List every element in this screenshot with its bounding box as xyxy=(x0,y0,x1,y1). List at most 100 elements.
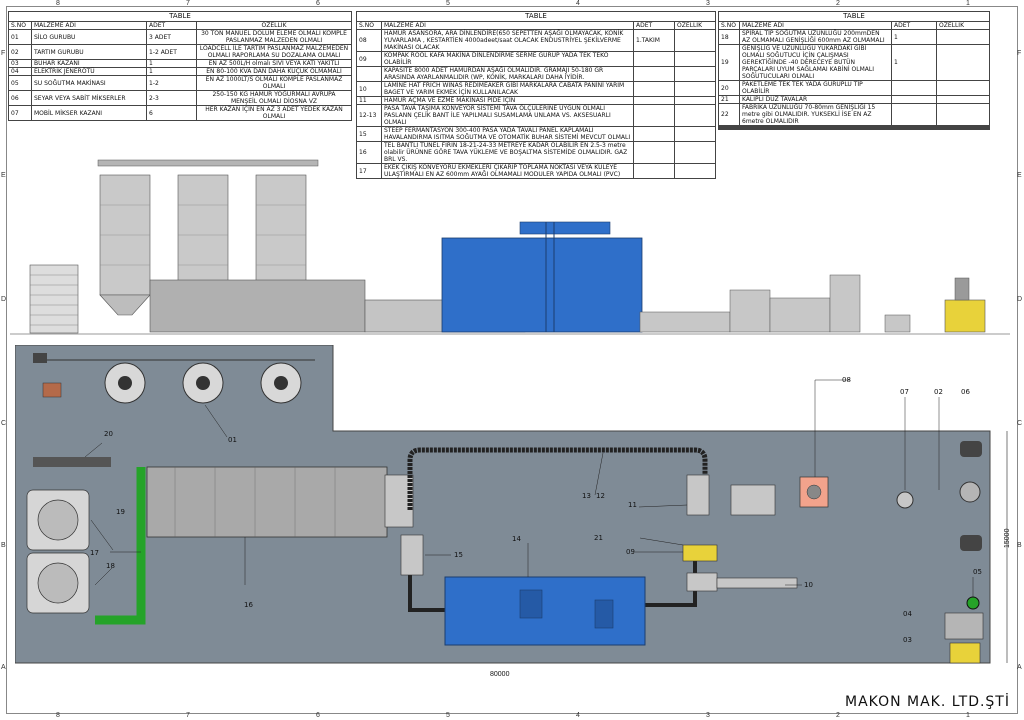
table-cell-spec: 30 TON MANUEL DOLUM ELEME OLMALI KOMPLE … xyxy=(196,29,352,45)
table-cell-name: LAMİNE HAT FRICH WINAS REDİMEAKER GİBİ M… xyxy=(381,81,634,97)
roll-machine-09 xyxy=(682,544,718,562)
spiral-cooler xyxy=(26,489,90,614)
table-cell-qty: 3 ADET xyxy=(146,29,197,45)
plan-label-13: 13 xyxy=(582,492,591,500)
table-cell-spec xyxy=(936,128,990,130)
table-cell-sno: 03 xyxy=(8,59,32,68)
plan-label-02: 02 xyxy=(934,388,943,396)
company-name: MAKON MAK. LTD.ŞTİ xyxy=(845,694,1010,710)
dimension-length: 80000 xyxy=(490,671,510,678)
packaging-line xyxy=(639,274,911,333)
col-header-name: MALZEME ADI xyxy=(31,21,147,30)
laminating-line-10 xyxy=(686,572,798,592)
table-title: TABLE xyxy=(356,11,716,21)
plan-label-19: 19 xyxy=(116,508,125,516)
grid-col-label: 2 xyxy=(836,0,840,7)
grid-col-label: 5 xyxy=(446,712,450,719)
col-header-spec: OZELLIK xyxy=(196,21,352,30)
sheet-border xyxy=(6,6,1018,714)
steam-boiler-elevation xyxy=(944,277,986,333)
dimension-width: 15000 xyxy=(1004,528,1011,548)
grid-col-label: 1 xyxy=(966,0,970,7)
table-cell-qty: 1 xyxy=(146,59,197,68)
table-cell-name: HAMUR AÇMA VE EZME MAKİNASI PİDE İÇİN xyxy=(381,96,634,105)
plan-label-20: 20 xyxy=(104,430,113,438)
plan-label-12: 12 xyxy=(596,492,605,500)
tunnel-oven-plan xyxy=(146,466,414,538)
col-header-qty: ADET xyxy=(633,21,675,30)
grid-col-label: 7 xyxy=(186,712,190,719)
fermentation-unit xyxy=(149,279,366,333)
col-header-sno: S.NO xyxy=(718,21,740,30)
col-header-sno: S.NO xyxy=(8,21,32,30)
table-cell-sno: 12-13 xyxy=(356,104,382,127)
table-cell-spec: HER KAZAN İÇİN EN AZ 3 ADET YEDEK KAZAN … xyxy=(196,105,352,121)
table-cell-qty: 1-2 xyxy=(146,75,197,91)
col-header-sno: S.NO xyxy=(356,21,382,30)
table-cell-spec: 250-150 KG HAMUR YOĞURMALI AVRUPA MENŞEİ… xyxy=(196,90,352,106)
table-cell-spec: EN 80-100 KVA DAN DAHA KUÇUK OLMAMALI xyxy=(196,67,352,76)
grid-row-label: B xyxy=(1017,542,1022,549)
table-cell-spec xyxy=(674,126,716,142)
table-cell-qty: 1 xyxy=(146,67,197,76)
table-cell-sno: 08 xyxy=(356,29,382,52)
table-cell-qty xyxy=(633,66,675,82)
blue-oven-plan xyxy=(444,576,646,646)
col-header-name: MALZEME ADI xyxy=(381,21,634,30)
table-cell-name: KOMPAK ROOL KAFA MAKİNA DİNLENDİRME SERM… xyxy=(381,51,634,67)
grid-col-label: 8 xyxy=(56,0,60,7)
col-header-qty: ADET xyxy=(891,21,937,30)
plan-label-03: 03 xyxy=(903,636,912,644)
table-cell-sno: 17 xyxy=(356,163,382,179)
grid-row-label: A xyxy=(1017,664,1022,671)
table-cell-qty: 1 xyxy=(891,44,937,81)
plan-label-21: 21 xyxy=(594,534,603,542)
table-cell-name: STEEP FERMANTASYON 300-400 PASA YADA TAV… xyxy=(381,126,634,142)
col-header-spec: OZELLIK xyxy=(936,21,990,30)
grid-row-label: C xyxy=(1,420,7,427)
table-cell-name: SU SOĞUTMA MAKİNASI xyxy=(31,75,147,91)
plan-label-04: 04 xyxy=(903,610,912,618)
plan-label-09: 09 xyxy=(626,548,635,556)
table-cell-sno: 22 xyxy=(718,103,740,126)
grid-row-label: A xyxy=(1,664,6,671)
plan-label-11: 11 xyxy=(628,501,637,509)
table-cell-sno: 04 xyxy=(8,67,32,76)
elevation-view xyxy=(10,159,1010,335)
table-cell-spec: EN AZ 500L/H olmalı SIVI VEYA KATI YAKIT… xyxy=(196,59,352,68)
table-cell-spec xyxy=(936,44,990,81)
table-cell-spec xyxy=(674,96,716,105)
table-cell-name: BUHAR KAZANI xyxy=(31,59,147,68)
plan-view xyxy=(15,345,1008,664)
table-cell-sno: 18 xyxy=(718,29,740,45)
plan-label-07: 07 xyxy=(900,388,909,396)
plan-label-18: 18 xyxy=(106,562,115,570)
table-title: TABLE xyxy=(8,11,352,21)
table-cell-name: MOBİL MİKSER KAZANI xyxy=(31,105,147,121)
table-cell-sno: 15 xyxy=(356,126,382,142)
table-cell-qty xyxy=(633,81,675,97)
table-cell-spec xyxy=(674,163,716,179)
table-cell-sno: 01 xyxy=(8,29,32,45)
table-cell-qty xyxy=(891,80,937,96)
silo-plan xyxy=(33,353,315,404)
table-cell-spec: EN AZ 1000LT/S OLMALI KOMPLE PASLANMAZ O… xyxy=(196,75,352,91)
table-cell-qty: 2-3 xyxy=(146,90,197,106)
table-cell-spec xyxy=(936,95,990,104)
table-cell-sno: 19 xyxy=(718,44,740,81)
plan-label-16: 16 xyxy=(244,601,253,609)
table-cell-qty xyxy=(891,103,937,126)
rack-trolley xyxy=(29,264,79,334)
